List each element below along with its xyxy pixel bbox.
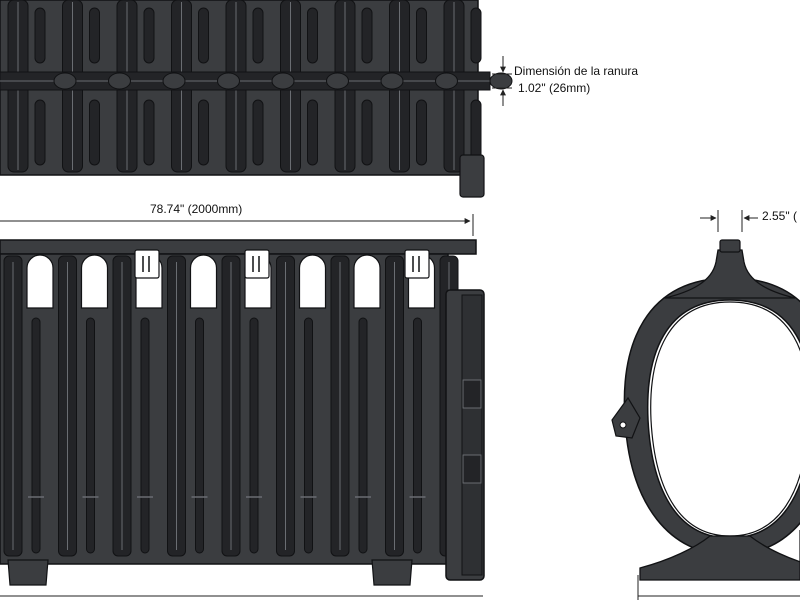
side-window: [80, 254, 109, 309]
slot-knob: [326, 72, 349, 90]
slot-knob: [489, 72, 513, 90]
slot-knob: [53, 72, 77, 90]
slot-dimension: [492, 56, 512, 106]
section-top-fin: [664, 249, 796, 299]
width-dimension: [637, 210, 800, 600]
slot-knob: [108, 72, 131, 90]
side-clip: [244, 249, 270, 279]
section-inner-bore: [650, 301, 800, 537]
section-top-nub: [719, 239, 741, 253]
top-slot-knobs: [53, 72, 513, 90]
slot-knob: [162, 72, 186, 90]
length-dimension-label: 78.74" (2000mm): [150, 202, 243, 216]
side-window: [26, 254, 54, 309]
top-end-cap: [459, 154, 485, 198]
top-view: [0, 0, 513, 198]
side-view-clips: [134, 249, 430, 279]
slot-knob: [217, 72, 240, 90]
side-foot-right: [371, 559, 413, 586]
side-window: [298, 254, 327, 309]
length-dimension: [0, 214, 474, 236]
side-window: [189, 254, 218, 309]
slot-knob: [380, 72, 404, 90]
side-clip: [134, 249, 160, 279]
slot-dimension-value: 1.02" (26mm): [518, 81, 591, 95]
cross-section: [611, 239, 800, 581]
side-view: [0, 239, 485, 586]
slot-knob: [435, 72, 458, 90]
section-side-lug: [611, 396, 641, 439]
side-window: [353, 254, 381, 309]
slot-knob: [271, 72, 295, 90]
side-foot-left: [7, 559, 49, 586]
side-clip: [404, 249, 430, 279]
section-base: [639, 535, 800, 581]
slot-dimension-label: Dimensión de la ranura: [514, 64, 639, 78]
width-dimension-label: 2.55" (: [762, 209, 797, 223]
